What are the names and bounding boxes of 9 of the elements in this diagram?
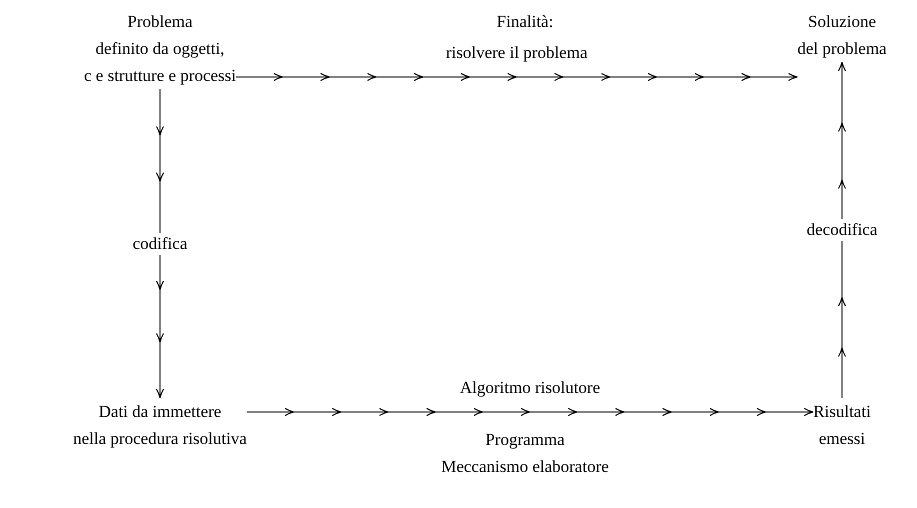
node-text: c e strutture e processi bbox=[84, 65, 236, 87]
node-text: definito da oggetti, bbox=[96, 38, 224, 60]
node-text: Dati da immettere bbox=[98, 401, 222, 423]
node-text: del problema bbox=[797, 38, 887, 60]
node-text: Problema bbox=[127, 11, 193, 33]
node-text: Risultati bbox=[813, 401, 871, 423]
node-text: Soluzione bbox=[808, 11, 876, 33]
node-text: nella procedura risolutiva bbox=[73, 428, 247, 450]
node-text: emessi bbox=[818, 428, 866, 450]
